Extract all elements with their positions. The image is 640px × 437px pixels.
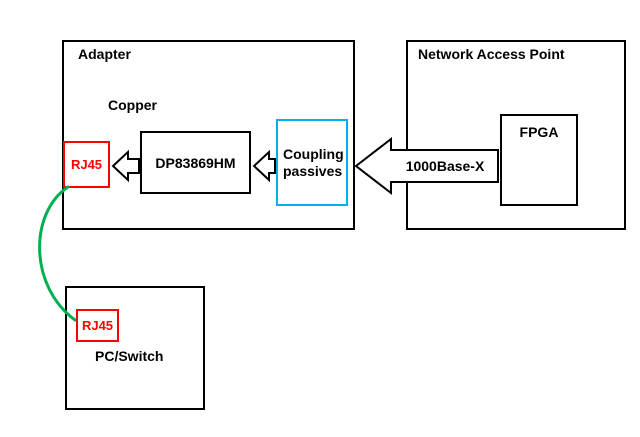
rj45-adapter-label: RJ45 — [70, 157, 103, 172]
adapter-title: Adapter — [78, 46, 131, 62]
rj45-port-adapter: RJ45 — [63, 141, 110, 188]
fpga-label: FPGA — [519, 124, 559, 140]
pc-switch-box — [65, 286, 205, 410]
coupling-passives-box: Coupling passives — [276, 119, 348, 206]
phy-label: DP83869HM — [155, 154, 236, 171]
network-access-point-title: Network Access Point — [418, 46, 565, 62]
phy-dp83869hm-box: DP83869HM — [140, 131, 251, 194]
coupling-label: Coupling passives — [283, 146, 344, 179]
pc-switch-title: PC/Switch — [95, 348, 164, 364]
copper-label: Copper — [108, 97, 157, 113]
fpga-box: FPGA — [500, 114, 578, 206]
rj45-pc-label: RJ45 — [81, 318, 114, 333]
rj45-port-pc: RJ45 — [76, 309, 119, 342]
